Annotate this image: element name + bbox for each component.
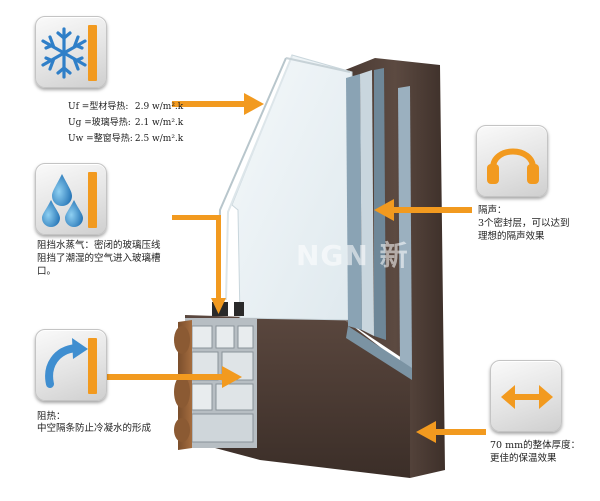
spec-value: 2.1 w/m².k [134,118,184,128]
arrow-thickness [416,421,486,443]
accent-stripe [88,172,97,228]
spec-value: 2.9 w/m².k [134,102,184,112]
thickness-panel [490,360,562,432]
thickness-text: 更佳的保温效果 [490,453,557,464]
spec-uf: Uf =型材导热: 2.9 w/m².k [68,99,183,112]
water-drops-icon [42,174,83,227]
sound-text: 3个密封层，可以达到理想的隔声效果 [478,218,570,242]
accent-stripe [88,338,97,394]
spec-ug: Ug =玻璃导热: 2.1 w/m².k [68,115,183,128]
accent-stripe [88,25,97,81]
snowflake-panel [35,16,107,88]
sound-title: 隔声： [478,205,507,216]
arrow-heat [98,366,242,388]
vapor-text: 阻挡水蒸气：密闭的玻璃压线阻挡了潮湿的空气进入玻璃槽口。 [37,240,161,277]
thickness-title: 70 mm的整体厚度： [490,440,581,451]
snowflake-icon [41,27,87,79]
arrow-vapor [172,215,226,314]
heat-panel [35,329,107,401]
spec-label: Uf =型材导热: [68,102,129,112]
heat-title: 阻热： [37,411,66,422]
spec-label: Ug =玻璃导热: [68,118,131,128]
spec-uw: Uw =整窗导热: 2.5 w/m².k [68,131,183,144]
arrow-specs [172,93,264,115]
headphones-panel [476,125,548,197]
glass-pane [231,54,353,321]
heat-text: 中空隔条防止冷凝水的形成 [37,423,152,434]
spec-value: 2.5 w/m².k [134,134,184,144]
spec-label: Uw =整窗导热: [68,134,133,144]
headphones-icon [487,148,539,184]
double-arrow-icon [501,385,553,409]
watermark: NGN 新 [296,239,409,272]
water-drops-panel [35,163,107,235]
curved-arrow-icon [45,338,88,388]
arrow-sound [374,199,472,221]
